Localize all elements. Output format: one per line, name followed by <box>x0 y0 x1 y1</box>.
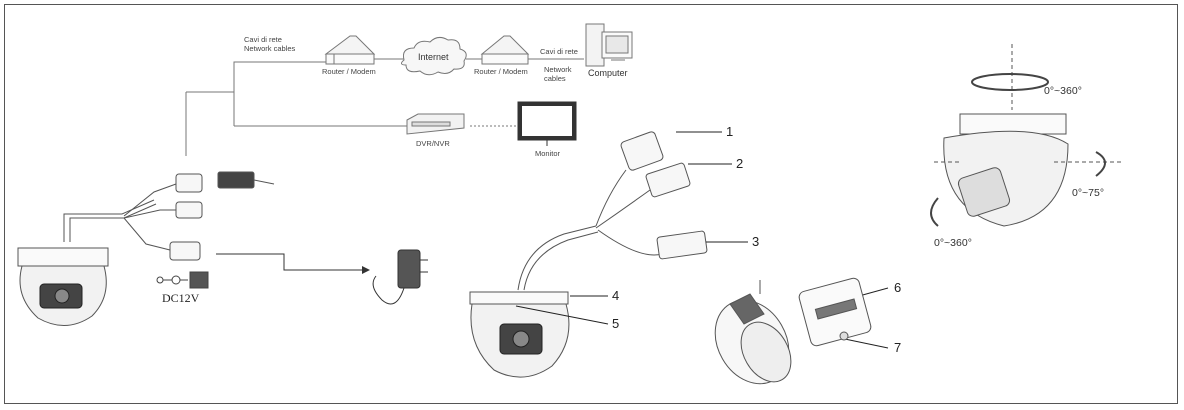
dvr-icon <box>406 113 465 135</box>
camera-middle-assembly <box>469 131 708 378</box>
rj45-plug-icon <box>217 171 255 189</box>
callout-2-connector <box>645 162 691 198</box>
camera-base-detail <box>714 277 872 385</box>
callout-1-number: 1 <box>726 124 733 139</box>
rotate-range-label: 0°~360° <box>934 237 972 249</box>
diagram-frame: Cavi di rete Network cables Router / Mod… <box>4 4 1178 404</box>
cables-right-en-label-1: Network <box>544 65 572 74</box>
router-right-label: Router / Modem <box>474 67 528 76</box>
camera-left-assembly <box>17 171 275 326</box>
internet-label: Internet <box>418 52 449 62</box>
callout-3-number: 3 <box>752 234 759 249</box>
reset-button-icon <box>839 331 849 341</box>
tilt-arrow-icon <box>1095 151 1106 177</box>
computer-icon <box>585 23 633 67</box>
pan-range-label: 0°~360° <box>1044 85 1082 97</box>
cables-left-en-label: Network cables <box>244 44 296 53</box>
router-left-label: Router / Modem <box>322 67 376 76</box>
callout-2-number: 2 <box>736 156 743 171</box>
callout-7-number: 7 <box>894 340 901 355</box>
power-adapter-icon <box>372 249 428 305</box>
rotation-diagram <box>930 44 1124 227</box>
rotate-arrow-icon <box>930 197 939 227</box>
cables-right-en-label-2: cables <box>544 74 566 83</box>
tilt-range-label: 0°~75° <box>1072 187 1104 199</box>
cables-right-it-label: Cavi di rete <box>540 47 578 56</box>
callout-4-number: 4 <box>612 288 619 303</box>
border <box>4 4 1178 404</box>
monitor-label: Monitor <box>535 149 561 158</box>
power-connector-icon <box>169 241 201 261</box>
router-right-icon <box>480 35 530 65</box>
computer-label: Computer <box>588 68 628 78</box>
callout-3-connector <box>656 230 708 260</box>
network-topology <box>185 23 633 156</box>
internet-cloud-icon <box>400 36 467 76</box>
callout-5-number: 5 <box>612 316 619 331</box>
monitor-icon <box>517 101 577 146</box>
cables-left-it-label: Cavi di rete <box>244 35 282 44</box>
rj45-connector-icon <box>175 173 203 193</box>
dvr-label: DVR/NVR <box>416 139 450 148</box>
router-left-icon <box>324 35 376 65</box>
dc-voltage-label: DC12V <box>162 291 200 305</box>
callout-1-connector <box>620 131 664 171</box>
callout-leaders <box>515 131 889 349</box>
dc-polarity-icon <box>156 271 209 289</box>
power-arrow <box>216 253 362 271</box>
audio-connector-icon <box>175 201 203 219</box>
callout-6-number: 6 <box>894 280 901 295</box>
pan-arrow-icon <box>971 73 1049 91</box>
installation-diagram: Cavi di rete Network cables Router / Mod… <box>4 4 1178 404</box>
